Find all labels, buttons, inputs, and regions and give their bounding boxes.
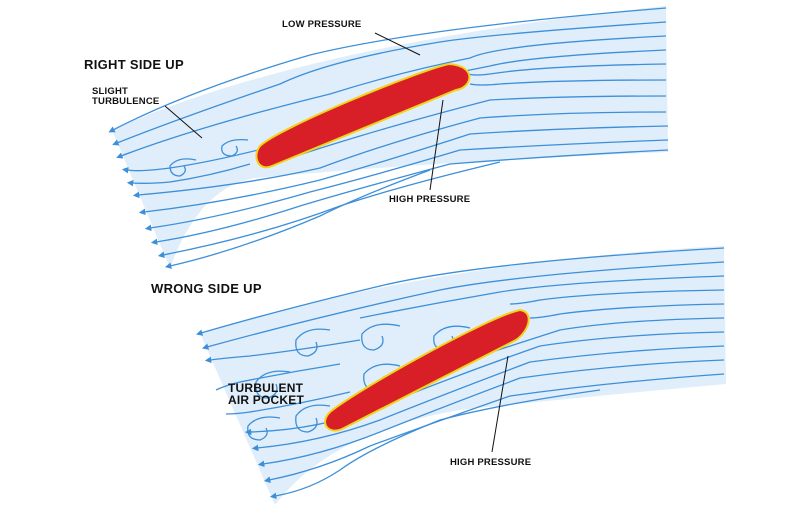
low-pressure-leader (374, 32, 421, 56)
turbulent-air-pocket-line-1: TURBULENT (228, 381, 304, 395)
high-pressure-label-top: HIGH PRESSURE (389, 194, 471, 205)
streamline (204, 339, 361, 364)
streamline (201, 261, 725, 350)
turbulent-air-pocket-label: TURBULENT AIR POCKET (228, 382, 304, 406)
turbulence-swirl (221, 138, 249, 157)
streamline (215, 363, 341, 391)
turbulence-swirl (361, 323, 401, 351)
streamline (150, 149, 669, 246)
high-pressure-leader (491, 355, 509, 453)
slight-turbulence-line-2: TURBULENCE (92, 96, 160, 107)
low-pressure-label: LOW PRESSURE (282, 19, 362, 30)
turbulence-swirl (295, 404, 331, 433)
turbulence-swirl (169, 158, 197, 177)
streamline (289, 95, 667, 159)
wing-top (255, 62, 471, 169)
streamline (257, 359, 725, 468)
streamline (467, 63, 667, 76)
wrong-side-up-title: WRONG SIDE UP (151, 281, 262, 296)
streamlines-top (108, 7, 669, 269)
wrong-side-up-diagram (196, 246, 726, 505)
streamline (263, 373, 725, 483)
turbulence-swirl (255, 370, 291, 399)
turbulent-air-pocket-line-2: AIR POCKET (228, 393, 305, 407)
turbulence-swirl (247, 416, 281, 441)
streamline (509, 289, 725, 305)
streamline (164, 169, 431, 269)
streamline (251, 345, 725, 452)
right-side-up-title: RIGHT SIDE UP (84, 57, 184, 72)
leader-lines-bottom (491, 355, 509, 453)
streamline (121, 149, 259, 174)
streamline (196, 247, 725, 336)
streamline (269, 389, 601, 499)
high-pressure-leader (429, 99, 444, 191)
streamline (108, 7, 667, 133)
wing-bottom (324, 308, 530, 432)
streamline (225, 391, 351, 415)
slight-turbulence-label: SLIGHT TURBULENCE (92, 87, 159, 107)
streamline (132, 111, 667, 199)
airflow-band-top (112, 6, 668, 268)
streamline (359, 275, 725, 319)
streamline (144, 139, 669, 232)
streamline (112, 21, 667, 146)
streamline (116, 35, 667, 159)
streamline (126, 163, 251, 187)
streamline (529, 303, 725, 319)
streamline (469, 79, 667, 86)
slight-turbulence-leader (164, 105, 203, 139)
streamline (138, 125, 669, 216)
leader-lines-top (164, 32, 444, 191)
slight-turbulence-line-1: SLIGHT (92, 86, 129, 97)
turbulence-swirl (295, 328, 331, 357)
right-side-up-diagram (108, 6, 669, 269)
high-pressure-label-bottom: HIGH PRESSURE (450, 457, 532, 468)
streamline (479, 317, 725, 357)
